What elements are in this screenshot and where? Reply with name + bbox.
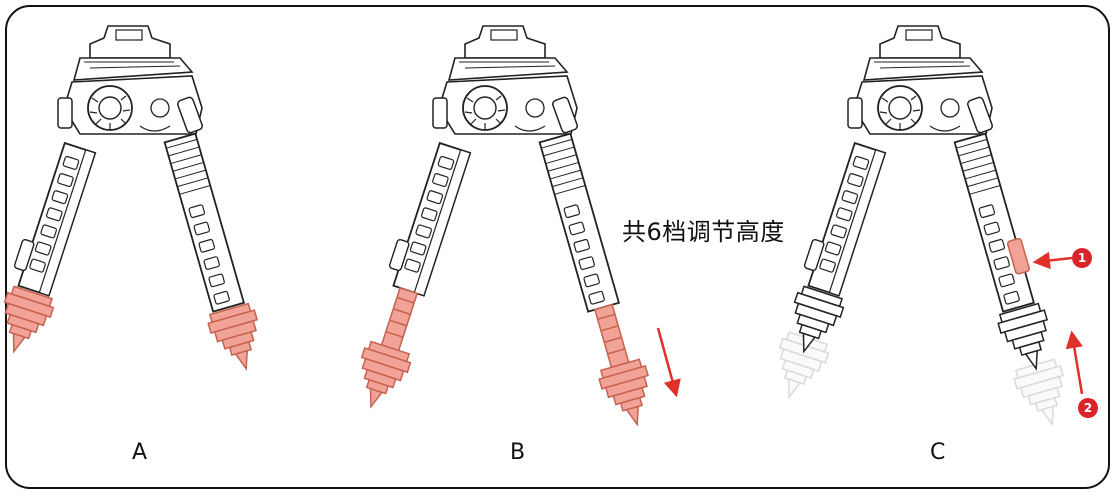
foot-a-left: [0, 284, 57, 360]
press-arrow-c: [1032, 251, 1073, 270]
tube-b-right: [594, 303, 630, 369]
ghost-foot-c-right: [1011, 357, 1076, 432]
retract-arrow-c: [1065, 330, 1084, 395]
frame-border: [5, 5, 1110, 489]
extend-arrow-b: [656, 327, 681, 398]
ghost-foot-c-left: [765, 330, 832, 406]
tube-b-left: [380, 287, 418, 352]
height-adjust-caption: 共6档调节高度: [622, 218, 785, 246]
bipod-b: [347, 25, 661, 432]
panel-label-b: B: [510, 440, 526, 465]
foot-b-right: [596, 357, 661, 432]
foot-b-left: [347, 339, 414, 415]
foot-a-right: [205, 301, 270, 377]
bipod-c: [765, 25, 1076, 432]
marker-badge-1: 1: [1072, 248, 1092, 268]
panel-label-a: A: [132, 440, 148, 465]
bipod-a: [0, 25, 270, 377]
marker-badge-2: 2: [1078, 398, 1098, 418]
panel-label-c: C: [930, 440, 946, 465]
